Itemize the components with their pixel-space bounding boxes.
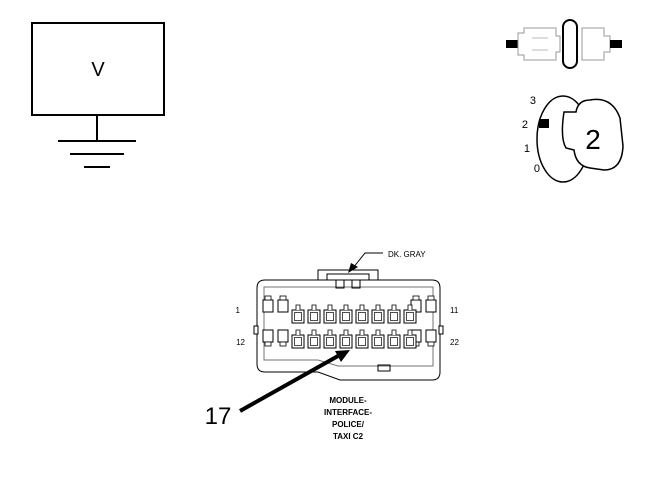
ground-icon bbox=[58, 115, 136, 168]
connector-guide-slot bbox=[425, 329, 437, 347]
switch-position-2: 2 bbox=[522, 119, 528, 131]
connector-cavity-bottom bbox=[291, 329, 305, 349]
callout-arrow-line bbox=[239, 354, 339, 413]
connector-cavity-bottom bbox=[355, 329, 369, 349]
connector-name-line-1: MODULE- bbox=[329, 396, 367, 405]
pin-label-1: 1 bbox=[236, 306, 241, 315]
rotary-switch-icon: 3 2 1 0 2 bbox=[522, 95, 624, 183]
connector-guide-slot bbox=[277, 295, 289, 313]
switch-position-0: 0 bbox=[534, 163, 540, 175]
connector-cavity-top bbox=[355, 304, 369, 324]
switch-position-3: 3 bbox=[530, 95, 536, 107]
switch-knob bbox=[561, 98, 624, 171]
connector-cavity-top bbox=[291, 304, 305, 324]
connector-c2: DK. GRAY 1 11 12 22 MODULE- INTERFACE- P… bbox=[236, 250, 460, 441]
connector-name-line-3: POLICE/ bbox=[332, 420, 365, 429]
pin-label-11: 11 bbox=[450, 306, 459, 315]
connector-cavity-top bbox=[339, 304, 353, 324]
switch-position-marker bbox=[539, 119, 549, 128]
voltmeter-symbol: V bbox=[31, 22, 165, 168]
connector-cavity-bottom bbox=[339, 329, 353, 349]
connector-guide-slot bbox=[425, 295, 437, 313]
switch-selected-value: 2 bbox=[585, 124, 601, 155]
connector-cavity-top bbox=[387, 304, 401, 324]
connector-name-line-2: INTERFACE- bbox=[324, 408, 372, 417]
connector-cavity-top bbox=[371, 304, 385, 324]
voltmeter-box bbox=[31, 22, 165, 116]
connector-cavity-bottom bbox=[323, 329, 337, 349]
connector-guide-slot bbox=[277, 329, 289, 347]
connector-cavity-top bbox=[307, 304, 321, 324]
connector-guide-slot bbox=[262, 295, 274, 313]
connector-cavity-top bbox=[323, 304, 337, 324]
callout-pin-number: 17 bbox=[205, 403, 232, 430]
connector-cavity-bottom bbox=[403, 329, 417, 349]
pin-label-12: 12 bbox=[236, 338, 245, 347]
connector-cavity-bottom bbox=[307, 329, 321, 349]
voltmeter-label: V bbox=[91, 59, 105, 81]
connector-name: MODULE- INTERFACE- POLICE/ TAXI C2 bbox=[324, 396, 372, 441]
pin-callout: 17 bbox=[205, 350, 350, 430]
callout-arrow-head bbox=[335, 350, 350, 362]
connector-guide-slot bbox=[262, 329, 274, 347]
switch-position-1: 1 bbox=[524, 143, 530, 155]
connector-cavity-top bbox=[403, 304, 417, 324]
connector-name-line-4: TAXI C2 bbox=[333, 432, 364, 441]
connector-cavities bbox=[262, 295, 437, 349]
connector-cavity-bottom bbox=[387, 329, 401, 349]
connector-color-label: DK. GRAY bbox=[388, 250, 426, 259]
fuse-connector-icon bbox=[506, 19, 622, 69]
pin-label-22: 22 bbox=[450, 338, 459, 347]
connector-cavity-bottom bbox=[371, 329, 385, 349]
